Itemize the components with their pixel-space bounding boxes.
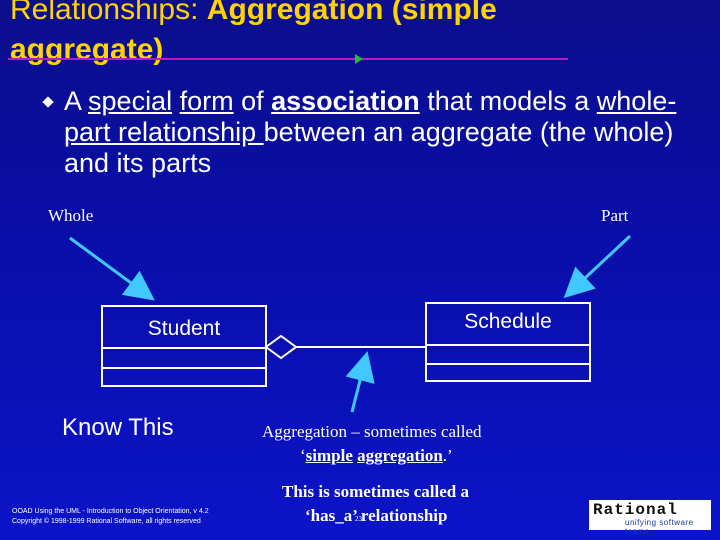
class-schedule[interactable]: Schedule [425, 302, 591, 382]
bullet-word: between an aggregate (the whole) and its… [64, 117, 674, 178]
class-schedule-operations [427, 363, 589, 380]
label-whole: Whole [48, 206, 94, 225]
rational-logo: Rational unifying software teams [589, 500, 711, 536]
part-arrow [563, 234, 632, 299]
aggregation-caption-line1: Aggregation – sometimes called [262, 422, 482, 441]
aggregation-arrow [345, 351, 375, 413]
know-this-note: Know This [62, 414, 174, 441]
class-student-operations [103, 367, 265, 385]
title-bold-1: Aggregation (simple [206, 0, 497, 26]
footer-course: OOAD Using the UML - Introduction to Obj… [12, 508, 209, 515]
bullet-underlined-association: association [271, 86, 420, 116]
aggregation-diamond-icon [264, 334, 298, 360]
page-number: 23 [355, 515, 362, 523]
slide-title: Relationships: Aggregation (simple aggre… [10, 0, 650, 70]
bullet-underlined-special: special [88, 86, 173, 116]
bullet-word: that models a [419, 86, 597, 116]
footer-copyright: Copyright © 1998-1999 Rational Software,… [12, 518, 201, 525]
has-a-caption-line1: This is sometimes called a [282, 482, 469, 501]
title-bold-2: aggregate) [10, 33, 164, 66]
whole-arrow [69, 236, 155, 301]
bullet-word: of [233, 86, 272, 116]
caption-quote-close: .’ [442, 446, 453, 465]
title-prefix: Relationships: [10, 0, 199, 26]
class-student[interactable]: Student [101, 305, 267, 387]
bullet-underlined-whole-part: whole-part relationship [64, 86, 677, 147]
aggregation-caption-line2: ‘simple aggregation.’ [300, 446, 453, 466]
bullet-word: A [64, 86, 89, 116]
bullet-text: A special form of association that model… [64, 86, 704, 179]
class-schedule-attributes [427, 344, 589, 363]
caption-quote-open: ‘ [300, 446, 306, 465]
title-divider [8, 58, 568, 60]
has-a-caption-line2: ‘has_a’ relationship [305, 506, 448, 525]
caption-underlined-aggregation: aggregation [357, 446, 443, 465]
class-schedule-name: Schedule [464, 310, 552, 333]
bullet-underlined-form: form [179, 86, 234, 116]
class-student-name: Student [147, 317, 221, 340]
class-student-attributes [103, 347, 265, 367]
caption-underlined-simple: simple [305, 446, 353, 465]
logo-wordmark: Rational [593, 501, 678, 519]
divider-arrow-icon [355, 54, 363, 64]
label-part: Part [601, 206, 629, 225]
logo-tagline: unifying software teams [625, 518, 694, 536]
